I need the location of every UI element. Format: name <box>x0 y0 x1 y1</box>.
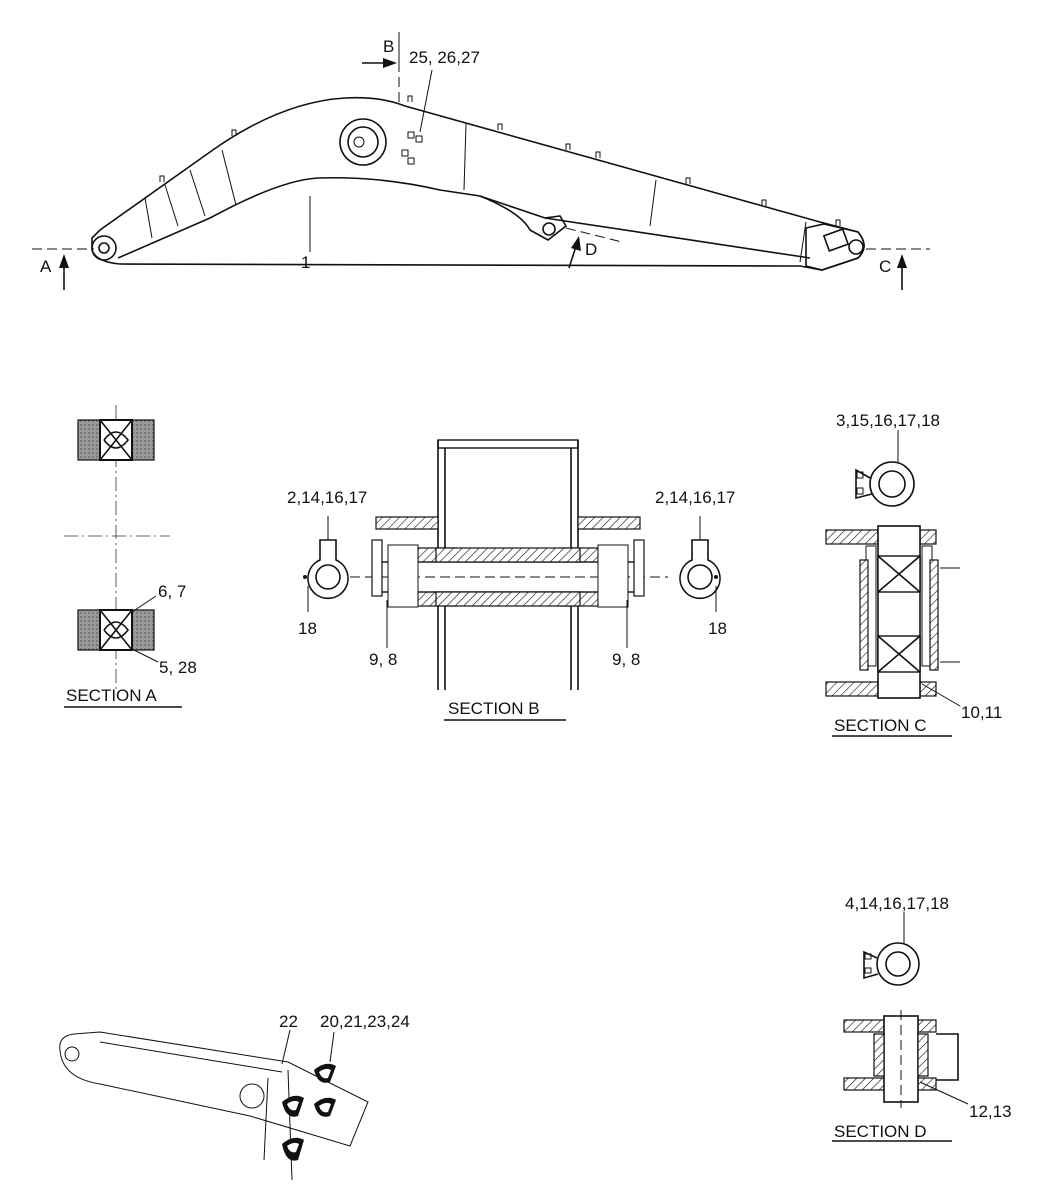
section-b <box>303 439 721 721</box>
callout-detail-guards: 20,21,23,24 <box>320 1012 410 1031</box>
callout-sec-a-top: 6, 7 <box>158 582 186 601</box>
arm-cyl-bracket <box>479 195 568 241</box>
guard-4 <box>282 1137 304 1161</box>
callout-sec-b-right-bolt: 18 <box>708 619 727 638</box>
callout-sec-d-plate: 4,14,16,17,18 <box>845 894 949 913</box>
elevation-reference-lines <box>32 32 930 290</box>
boom-foot-boss <box>91 235 117 261</box>
section-c-title: SECTION C <box>834 716 927 735</box>
view-marker-d: D <box>585 240 597 259</box>
lock-plate-right <box>679 516 721 612</box>
callout-pin-group-top: 25, 26,27 <box>409 48 480 67</box>
section-a-title: SECTION A <box>66 686 157 705</box>
callout-sec-c-bottom: 10,11 <box>961 703 1002 722</box>
section-d <box>832 912 969 1142</box>
section-c <box>825 430 961 737</box>
bracket-pin <box>542 222 556 236</box>
boom-elevation <box>91 95 865 271</box>
callout-sec-b-right-plate: 2,14,16,17 <box>655 488 735 507</box>
callout-sec-b-right-shim: 9, 8 <box>612 650 640 669</box>
callout-sec-d-bottom: 12,13 <box>969 1102 1012 1121</box>
cylinder-boss <box>339 118 387 166</box>
section-d-title: SECTION D <box>834 1122 927 1141</box>
section-b-title: SECTION B <box>448 699 540 718</box>
boom-foot-pin <box>98 242 110 254</box>
guard-3 <box>314 1097 336 1117</box>
section-a <box>64 405 182 708</box>
cylinder-boss-inner <box>347 126 379 158</box>
view-marker-a: A <box>40 257 52 276</box>
guard-1 <box>314 1063 336 1083</box>
callout-boom: 1 <box>301 253 310 272</box>
callout-sec-c-plate: 3,15,16,17,18 <box>836 411 940 430</box>
boom-outline <box>91 96 865 271</box>
callout-sec-b-left-plate: 2,14,16,17 <box>287 488 367 507</box>
guard-2 <box>282 1095 304 1117</box>
view-marker-b: B <box>383 37 394 56</box>
lock-plate-d <box>863 912 920 986</box>
boom-lower-edge <box>117 176 811 259</box>
boom-tip-pin <box>848 239 864 255</box>
boom-tip <box>805 223 865 271</box>
view-marker-c: C <box>879 257 891 276</box>
callout-sec-a-bottom: 5, 28 <box>159 658 197 677</box>
callout-sec-b-left-shim: 9, 8 <box>369 650 397 669</box>
callout-sec-b-left-bolt: 18 <box>298 619 317 638</box>
lock-plate-left <box>303 516 349 612</box>
callout-detail-22: 22 <box>279 1012 298 1031</box>
lock-plate-c <box>855 430 915 507</box>
arm-detail <box>59 1029 369 1181</box>
